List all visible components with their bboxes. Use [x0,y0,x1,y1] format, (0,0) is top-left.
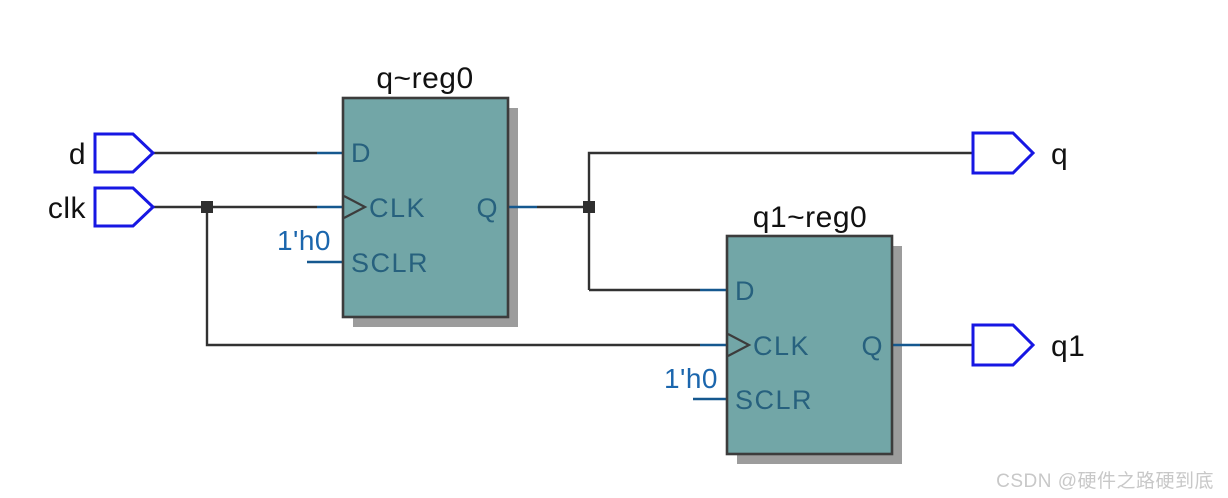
pin-label: q [1051,138,1068,171]
clock-edge-icon [343,195,368,219]
wire-junction [201,201,213,213]
block-q1-reg0[interactable]: q1~reg0 D CLK SCLR Q [725,201,894,456]
input-pin-clk[interactable]: clk [48,186,156,228]
port-label-sclr: SCLR [351,248,429,278]
block-title: q~reg0 [376,62,473,95]
output-pin-icon[interactable] [971,323,1036,367]
port-label-sclr: SCLR [735,385,813,415]
port-label-q: Q [476,193,499,223]
port-label-q: Q [861,331,884,361]
port-label-d: D [735,276,756,306]
wire-segment[interactable] [587,151,973,290]
input-pin-icon[interactable] [93,186,156,228]
pin-label: clk [48,192,87,225]
wire-junction [583,201,595,213]
net-q[interactable] [508,151,973,292]
pin-label: d [69,138,86,171]
sclr-constant-label: 1'h0 [277,225,331,256]
block-title: q1~reg0 [753,201,867,234]
wire-segment[interactable] [205,207,700,347]
pin-label: q1 [1051,330,1085,363]
output-pin-q1[interactable]: q1 [971,323,1085,367]
watermark: CSDN @硬件之路硬到底 [996,470,1214,492]
input-pin-d[interactable]: d [69,132,156,174]
block-q-reg0[interactable]: q~reg0 D CLK SCLR Q [341,62,510,319]
block-body[interactable] [341,96,510,319]
output-pin-q[interactable]: q [971,131,1068,175]
net-clk[interactable] [153,201,727,347]
port-label-clk: CLK [369,193,426,223]
clock-edge-icon [727,333,752,357]
sclr-constant-label: 1'h0 [664,363,718,394]
port-label-d: D [351,138,372,168]
block-body[interactable] [725,234,894,456]
port-label-clk: CLK [753,331,810,361]
input-pin-icon[interactable] [93,132,156,174]
output-pin-icon[interactable] [971,131,1036,175]
